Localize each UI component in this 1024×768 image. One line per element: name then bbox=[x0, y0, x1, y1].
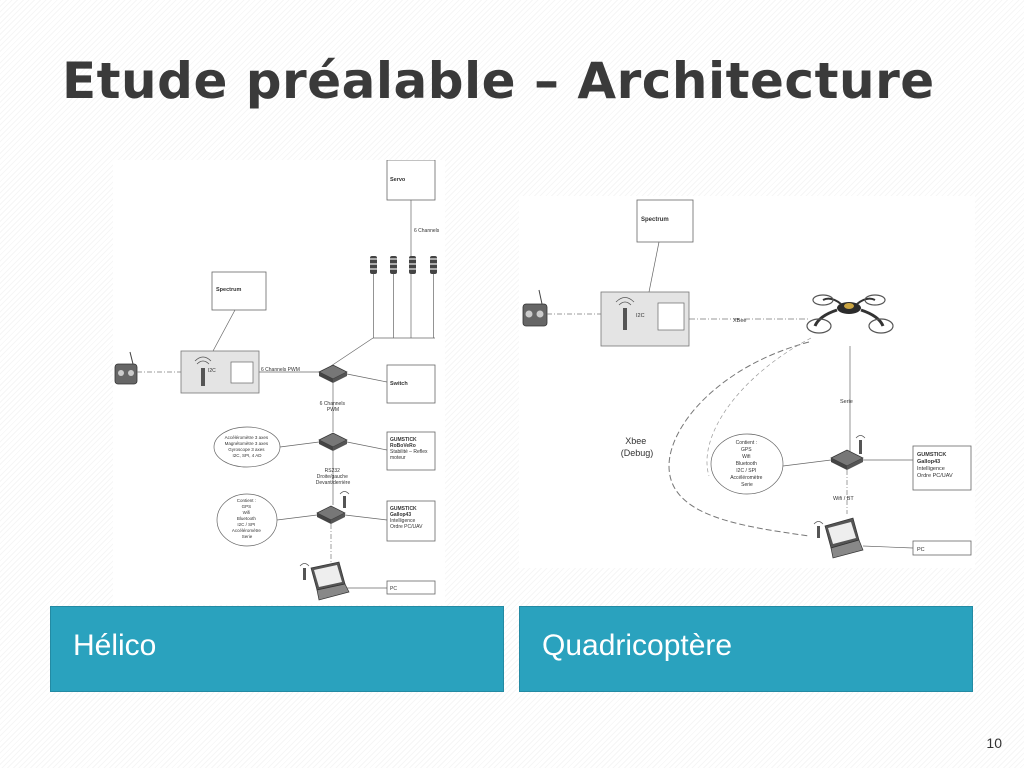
caption-helico: Hélico bbox=[50, 606, 504, 692]
servo-label: Servo bbox=[390, 177, 406, 183]
quadri-gumstick-box bbox=[912, 445, 972, 491]
i2c-label: I2C bbox=[208, 368, 216, 374]
quadri-laptop-icon bbox=[813, 517, 864, 559]
slide-title: Etude préalable – Architecture bbox=[62, 52, 935, 110]
rs232-text: RS232 Droite/gauche Devant/derrière bbox=[316, 468, 351, 486]
quadri-wifi-router-icon bbox=[830, 435, 866, 470]
gumstick-gallop-box bbox=[386, 500, 436, 542]
quadri-pc-box bbox=[912, 540, 972, 556]
quadri-receiver-inner-box bbox=[657, 302, 685, 331]
quadri-contient-ellipse bbox=[710, 433, 784, 495]
laptop-icon bbox=[299, 561, 350, 601]
receiver-inner-box bbox=[230, 361, 254, 384]
gumstick-robovero-box bbox=[386, 431, 436, 471]
sensors-text: Accéléromètre 3 axes Magnétomètre 3 axes… bbox=[225, 435, 270, 458]
pc-label: PC bbox=[390, 586, 397, 592]
six-channels-pwm-label: 6 Channels PWM bbox=[261, 367, 300, 373]
quadri-antenna-icon bbox=[615, 297, 635, 330]
quadri-diagram-panel: Spectrum I2C XBee bbox=[519, 196, 975, 568]
helico-diagram-panel: Servo 6 Channels Spectrum bbox=[113, 160, 445, 605]
gumstick-gallop-text: GUMSTICK Gallop43 Intelligence Ordre PC/… bbox=[390, 506, 423, 530]
xbee-label: XBee bbox=[733, 318, 746, 324]
xbee-debug-path-inner bbox=[706, 337, 812, 477]
wifi-router-icon bbox=[316, 491, 350, 524]
antenna-icon bbox=[194, 356, 212, 386]
caption-helico-text: Hélico bbox=[73, 629, 157, 662]
switch-label: Switch bbox=[390, 381, 408, 387]
switch-box bbox=[386, 364, 436, 404]
six-channels-label: 6 Channels bbox=[414, 228, 440, 234]
caption-quadricoptere: Quadricoptère bbox=[519, 606, 973, 692]
quadri-spectrum-box bbox=[636, 199, 694, 243]
servo-connector-3 bbox=[409, 256, 416, 274]
servo-connector-2 bbox=[390, 256, 397, 338]
caption-quadricoptere-text: Quadricoptère bbox=[542, 629, 733, 662]
gumstick-robovero-text: GUMSTICK RoBoVeRo Stabilité – Reflex mot… bbox=[390, 437, 429, 461]
xbee-debug-text: Xbee (Debug) bbox=[621, 436, 654, 458]
quadri-spectrum-label: Spectrum bbox=[641, 217, 669, 223]
quadri-diagram: Spectrum I2C XBee bbox=[522, 199, 972, 559]
quadri-gumstick-text: GUMSTICK Gallop43 Intelligence Ordre PC/… bbox=[917, 452, 953, 479]
quadri-contient-text: Contient : GPS Wifi Bluetooth I2C / SPI … bbox=[730, 440, 764, 488]
quadri-i2c-label: I2C bbox=[636, 313, 645, 319]
six-channels-pwm-vertical-label: 6 Channels PWM bbox=[320, 401, 347, 413]
quadri-remote-control-icon bbox=[522, 289, 548, 327]
servo-connector-4 bbox=[430, 256, 437, 338]
spectrum-box bbox=[211, 271, 267, 311]
router-icon-2 bbox=[318, 432, 348, 451]
wifi-bt-label: Wifi / BT bbox=[833, 496, 854, 502]
quadricopter-icon bbox=[806, 294, 894, 334]
quadri-pc-label: PC bbox=[917, 547, 925, 553]
contient-text: Contient : GPS Wifi Bluetooth I2C / SPI … bbox=[232, 498, 262, 539]
page-number: 10 bbox=[986, 735, 1002, 751]
serie-label: Serie bbox=[840, 399, 853, 405]
pc-box bbox=[386, 580, 436, 595]
servo-box bbox=[386, 160, 436, 201]
remote-control-icon bbox=[114, 351, 138, 385]
router-icon-1 bbox=[318, 364, 348, 383]
servo-connector-1 bbox=[370, 256, 377, 338]
helico-diagram: Servo 6 Channels Spectrum bbox=[114, 160, 440, 601]
spectrum-label: Spectrum bbox=[216, 287, 241, 293]
xbee-debug-path bbox=[668, 341, 810, 537]
